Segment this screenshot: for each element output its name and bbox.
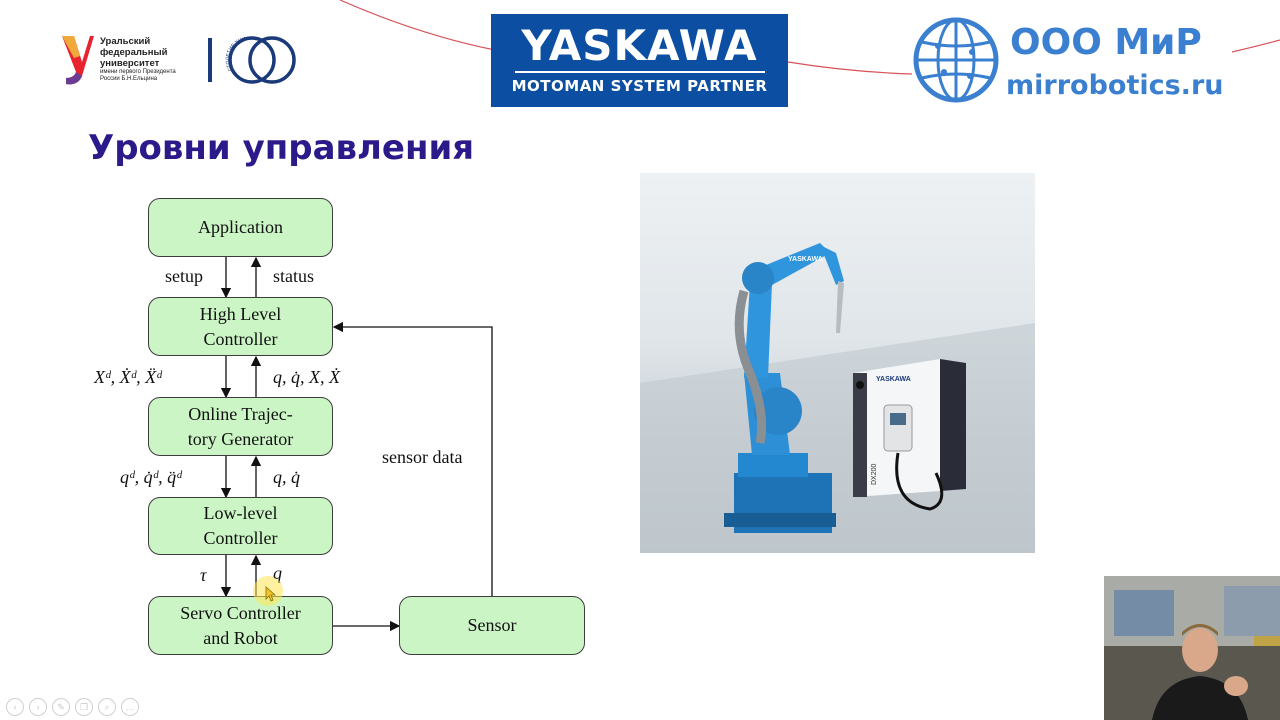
svg-text:DX200: DX200: [871, 463, 878, 485]
label-hl-up: q, q̇, X, Ẋ: [273, 367, 340, 387]
robot-illustration: YASKAWA YASKAWA DX200: [640, 243, 1035, 553]
label-hl-down: Xᵈ, Ẋᵈ, Ẍᵈ: [94, 367, 162, 387]
slide-title: Уровни управления: [88, 128, 475, 168]
copy-icon[interactable]: ❐: [75, 698, 93, 716]
label-q: q: [273, 563, 282, 583]
robot-photo: YASKAWA YASKAWA DX200: [640, 173, 1035, 553]
next-slide-button[interactable]: ›: [29, 698, 47, 716]
yaskawa-logo: YASKAWA MOTOMAN SYSTEM PARTNER: [491, 14, 788, 107]
yaskawa-subtitle: MOTOMAN SYSTEM PARTNER: [511, 77, 768, 95]
company-name: ООО МиР: [1010, 22, 1202, 63]
zoom-icon[interactable]: ⌕: [98, 698, 116, 716]
prev-slide-button[interactable]: ‹: [6, 698, 24, 716]
urfu-name: Уральский федеральный университет: [100, 36, 168, 69]
svg-text:YASKAWA: YASKAWA: [876, 376, 911, 383]
pen-icon[interactable]: ✎: [52, 698, 70, 716]
label-tg-down: qᵈ, q̇ᵈ, q̈ᵈ: [120, 467, 182, 487]
label-sensor-data: sensor data: [382, 447, 463, 467]
globe-icon: [913, 17, 999, 103]
urfu-emblem-icon: [62, 36, 94, 85]
urfu-logo: Уральский федеральный университет имени …: [60, 32, 310, 92]
yaskawa-title: YASKAWA: [521, 21, 758, 70]
centenary-logo: СТОЛЕТИЕ УНИВЕРСИТЕТА: [206, 32, 296, 84]
label-setup: setup: [165, 266, 203, 286]
label-tau: τ: [200, 565, 207, 585]
label-tg-up: q, q̇: [273, 467, 300, 487]
presentation-toolbar: ‹ › ✎ ❐ ⌕ …: [6, 698, 139, 716]
company-url: mirrobotics.ru: [1006, 70, 1224, 101]
webcam-overlay: [1104, 576, 1280, 720]
label-status: status: [273, 266, 315, 286]
node-online-trajectory-generator: Online Trajec-tory Generator: [148, 397, 333, 456]
urfu-subtitle: имени первого Президента России Б.Н.Ельц…: [100, 69, 176, 82]
node-sensor: Sensor: [399, 596, 585, 655]
svg-text:YASKAWA: YASKAWA: [788, 256, 823, 263]
node-application: Application: [148, 198, 333, 257]
more-options-button[interactable]: …: [121, 698, 139, 716]
mouse-pointer-icon: [265, 586, 277, 602]
presenter-video: [1104, 576, 1280, 720]
